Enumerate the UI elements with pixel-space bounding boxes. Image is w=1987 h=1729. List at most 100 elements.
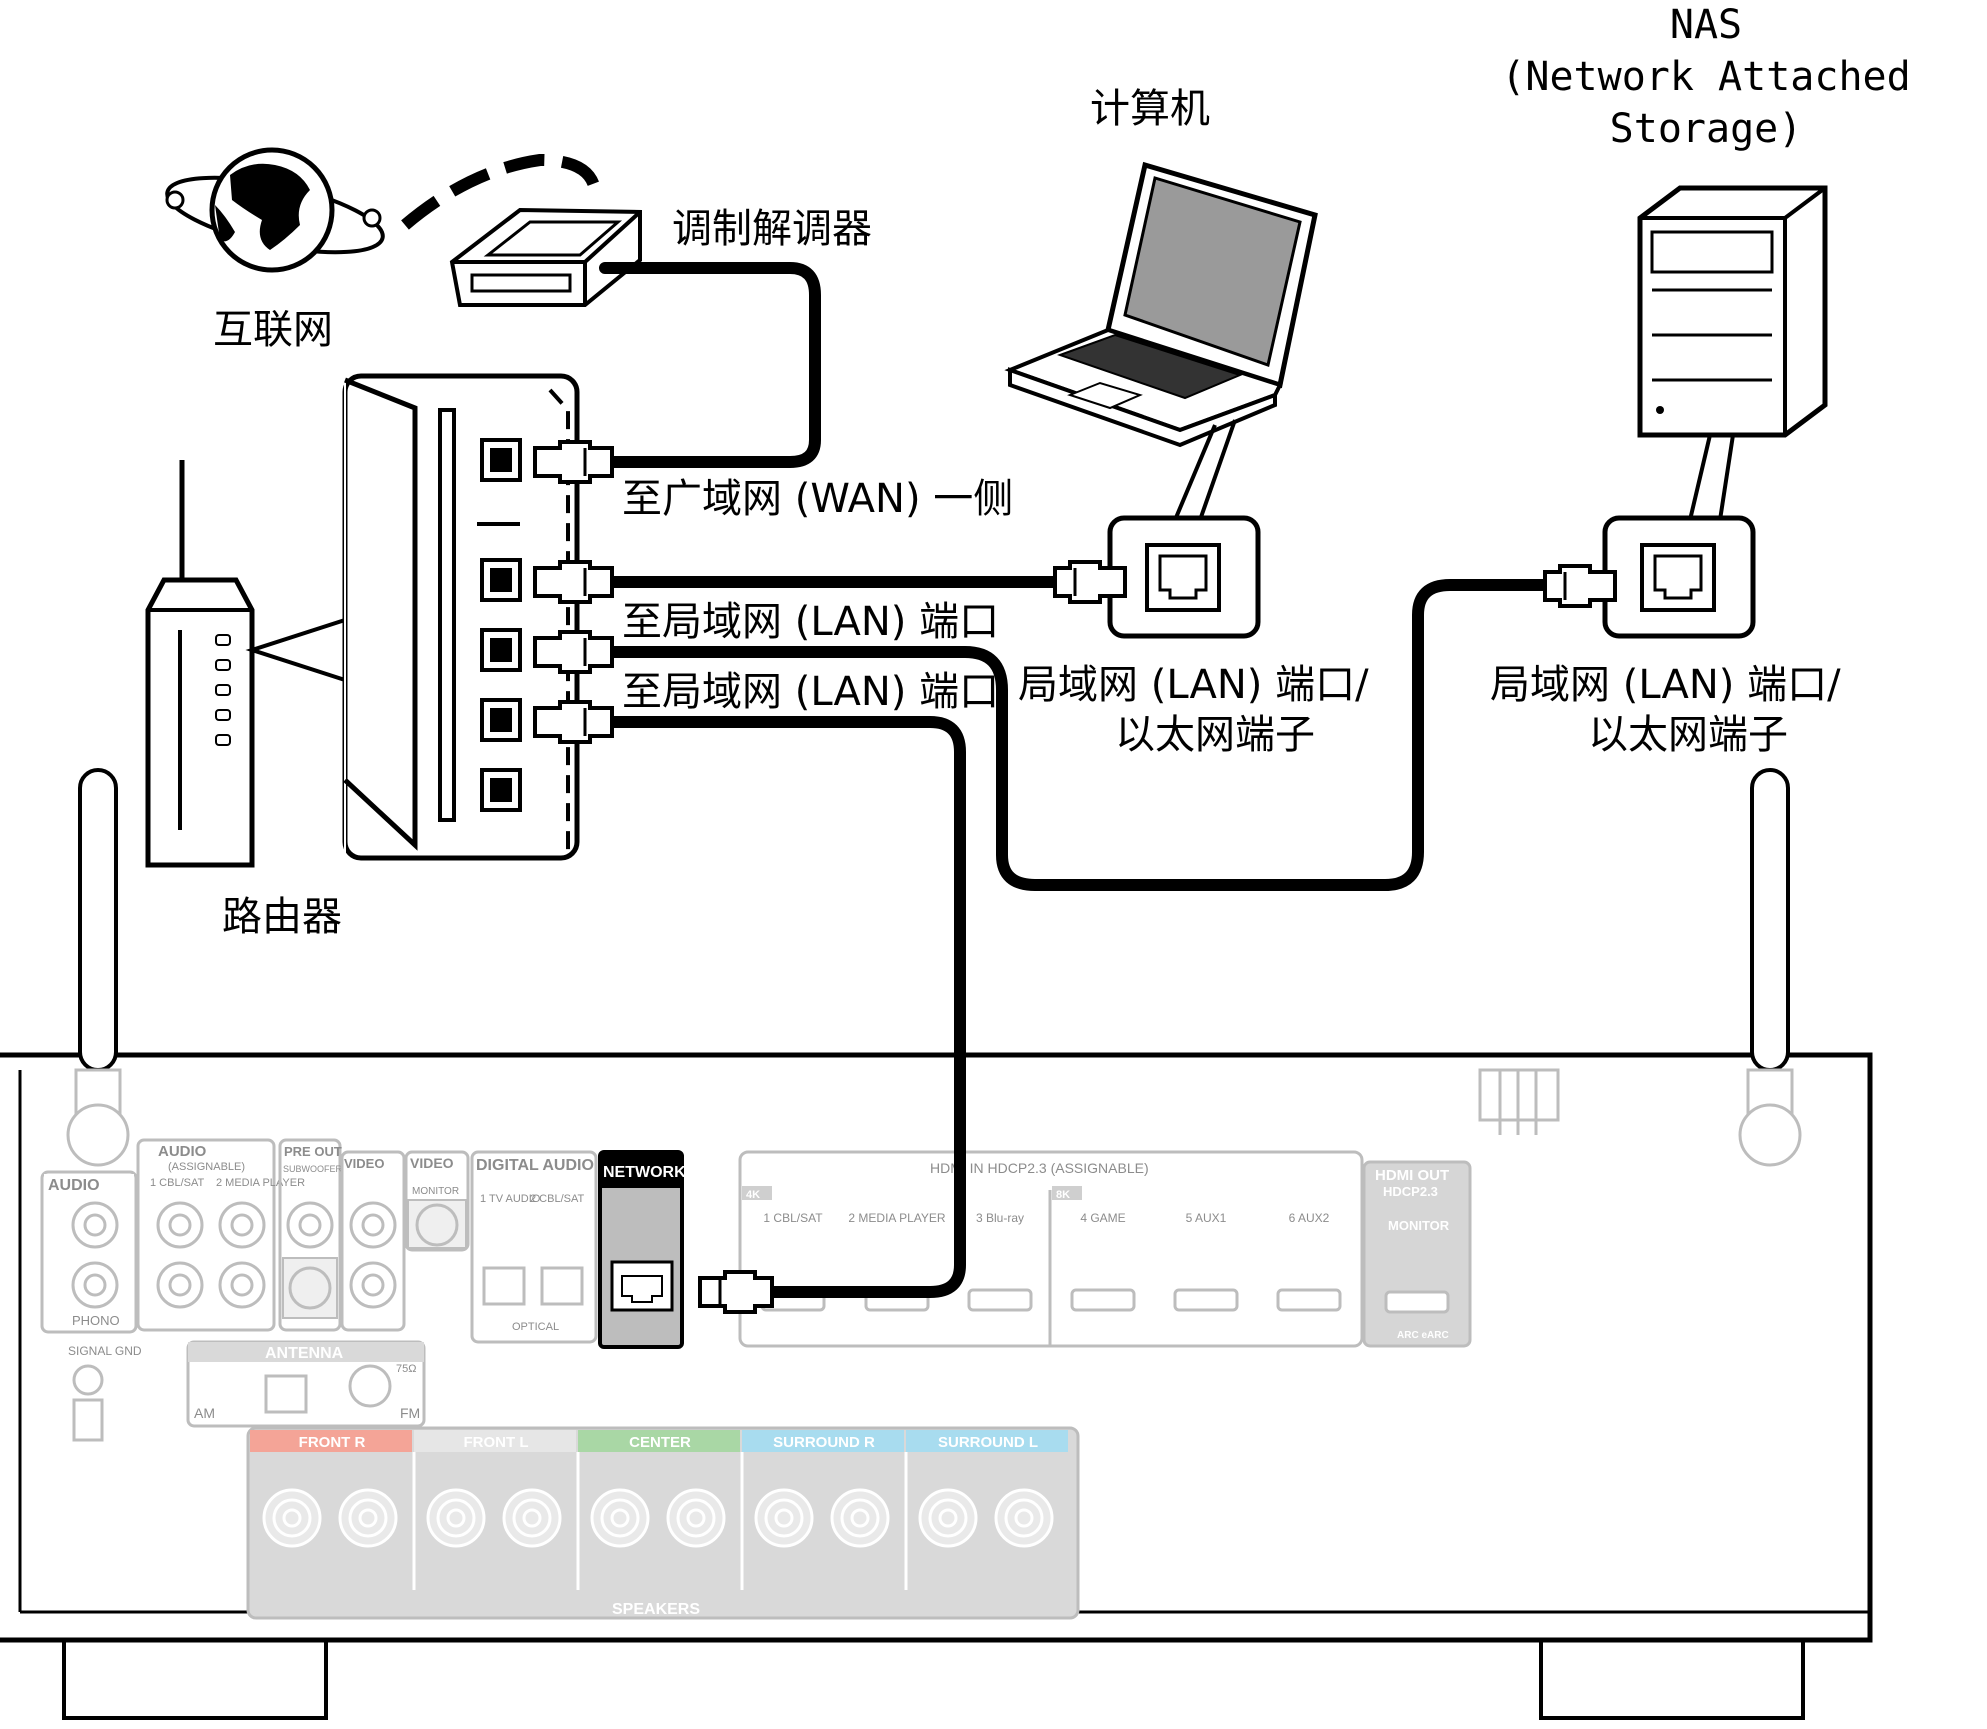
- speaker-terminal[interactable]: [436, 1498, 476, 1538]
- audio-media-player-label: 2 MEDIA PLAYER: [216, 1177, 305, 1189]
- receiver-vent-icon: [1478, 1068, 1560, 1135]
- video-in-section: VIDEO: [340, 1150, 406, 1332]
- plug-computer: [1053, 560, 1127, 604]
- hdmi-8k-badge: 8K: [1056, 1189, 1070, 1201]
- hdmi-input-jack[interactable]: [967, 1288, 1033, 1312]
- router-lan-port-3[interactable]: [480, 698, 522, 742]
- lan-port-label-1: 至局域网 (LAN) 端口: [622, 599, 999, 645]
- plug-lan-2: [533, 630, 614, 674]
- speaker-terminal[interactable]: [764, 1498, 804, 1538]
- subwoofer-label: SUBWOOFER: [283, 1164, 343, 1174]
- router-label: 路由器: [222, 894, 342, 940]
- video-monitor-label: MONITOR: [412, 1186, 459, 1197]
- speaker-terminal[interactable]: [348, 1498, 388, 1538]
- phono-label: PHONO: [72, 1313, 120, 1328]
- speaker-terminal[interactable]: [938, 1508, 958, 1528]
- speaker-terminal[interactable]: [850, 1508, 870, 1528]
- audio-cbl-sat-label: 1 CBL/SAT: [150, 1177, 204, 1189]
- pre-out-section: PRE OUT SUBWOOFER: [278, 1138, 343, 1332]
- wireless-antenna-left: [66, 768, 130, 1167]
- plug-nas: [1543, 564, 1617, 608]
- speaker-terminal[interactable]: [446, 1508, 466, 1528]
- hdmi-input-label: 6 AUX2: [1289, 1211, 1330, 1225]
- lan-port-label-2: 至局域网 (LAN) 端口: [622, 669, 999, 715]
- router-wan-port[interactable]: [480, 438, 522, 482]
- speaker-terminal[interactable]: [676, 1498, 716, 1538]
- antenna-section: ANTENNA AM 75Ω FM: [186, 1340, 426, 1428]
- wan-side-label: 至广域网 (WAN) 一侧: [622, 476, 1013, 522]
- audio-in-label: AUDIO: [48, 1177, 100, 1194]
- audio-in-assignable-title: AUDIO: [158, 1143, 207, 1160]
- speaker-group-label: FRONT L: [464, 1434, 529, 1451]
- computer-lan-port-callout: [1107, 515, 1261, 639]
- ohm-label: 75Ω: [396, 1363, 416, 1375]
- speaker-group-band: [414, 1430, 576, 1452]
- plug-wan: [533, 440, 614, 484]
- speaker-terminal[interactable]: [522, 1508, 542, 1528]
- speaker-terminal[interactable]: [686, 1508, 706, 1528]
- speaker-terminal[interactable]: [610, 1508, 630, 1528]
- speaker-terminal[interactable]: [666, 1488, 726, 1548]
- speaker-terminal[interactable]: [840, 1498, 880, 1538]
- ethernet-cables: [599, 262, 1551, 1298]
- nas-port-label-line2: 以太网端子: [1588, 712, 1788, 758]
- speaker-terminal[interactable]: [502, 1488, 562, 1548]
- tv-audio-label: 1 TV AUDIO: [480, 1193, 541, 1205]
- digital-audio-label: DIGITAL AUDIO: [476, 1157, 594, 1174]
- hdmi-input-jack[interactable]: [1276, 1288, 1342, 1312]
- speaker-terminal[interactable]: [272, 1498, 312, 1538]
- hdmi-in-section: HDMI IN HDCP2.3 (ASSIGNABLE) 4K 8K 1 CBL…: [738, 1150, 1364, 1348]
- router-lan-port-2[interactable]: [480, 628, 522, 672]
- network-label: NETWORK: [603, 1164, 686, 1181]
- modem-label: 调制解调器: [672, 206, 872, 252]
- speaker-terminal[interactable]: [754, 1488, 814, 1548]
- audio-assignable-label: (ASSIGNABLE): [168, 1161, 245, 1173]
- cable-modem-to-wan: [599, 262, 821, 468]
- optical-label: OPTICAL: [512, 1321, 559, 1333]
- hdmi-input-label: 1 CBL/SAT: [763, 1211, 823, 1225]
- speakers-label: SPEAKERS: [612, 1601, 700, 1618]
- computer-label: 计算机: [1090, 86, 1210, 132]
- nas-server-icon: [1637, 185, 1828, 521]
- speaker-terminal[interactable]: [338, 1488, 398, 1548]
- hdmi-input-jack[interactable]: [1173, 1288, 1239, 1312]
- speaker-terminal[interactable]: [262, 1488, 322, 1548]
- hdmi-input-label: 2 MEDIA PLAYER: [848, 1211, 945, 1225]
- speaker-terminal[interactable]: [282, 1508, 302, 1528]
- speaker-terminal[interactable]: [918, 1488, 978, 1548]
- hdmi-input-jack[interactable]: [1070, 1288, 1136, 1312]
- hdmi-monitor-label: MONITOR: [1388, 1218, 1450, 1233]
- computer-port-label-line1: 局域网 (LAN) 端口/: [1018, 662, 1369, 708]
- speaker-terminal[interactable]: [928, 1498, 968, 1538]
- speaker-group-label: CENTER: [629, 1434, 691, 1451]
- pre-out-label: PRE OUT: [284, 1144, 342, 1159]
- hdmi-in-header: HDMI IN HDCP2.3 (ASSIGNABLE): [930, 1160, 1149, 1176]
- av-receiver: AUDIO PHONO SIGNAL GND AUDIO (ASSIGNABLE…: [0, 768, 1873, 1720]
- antenna-label: ANTENNA: [265, 1345, 344, 1362]
- speaker-terminal[interactable]: [600, 1498, 640, 1538]
- arc-label: ARC eARC: [1397, 1330, 1449, 1341]
- nas-label-line2: (Network Attached: [1501, 54, 1910, 100]
- router-lan-port-4[interactable]: [480, 768, 522, 812]
- speaker-terminal[interactable]: [512, 1498, 552, 1538]
- speaker-terminal[interactable]: [994, 1488, 1054, 1548]
- hdmi-out-label: HDMI OUT: [1375, 1167, 1449, 1184]
- speaker-terminal[interactable]: [426, 1488, 486, 1548]
- plug-receiver: [698, 1270, 774, 1314]
- speaker-terminal[interactable]: [358, 1508, 378, 1528]
- speaker-terminal[interactable]: [590, 1488, 650, 1548]
- internet-link-dashed: [401, 153, 601, 230]
- digital-cbl-sat-label: 2 CBL/SAT: [530, 1193, 584, 1205]
- computer-port-label-line2: 以太网端子: [1115, 712, 1315, 758]
- speaker-terminal[interactable]: [1014, 1508, 1034, 1528]
- modem-icon: [449, 207, 642, 307]
- speaker-group-band: [742, 1430, 904, 1452]
- speaker-terminal[interactable]: [830, 1488, 890, 1548]
- router-lan-port-1[interactable]: [480, 558, 522, 602]
- speaker-terminal[interactable]: [1004, 1498, 1044, 1538]
- speaker-group-label: SURROUND L: [938, 1434, 1038, 1451]
- am-label: AM: [194, 1405, 215, 1421]
- speaker-terminal[interactable]: [774, 1508, 794, 1528]
